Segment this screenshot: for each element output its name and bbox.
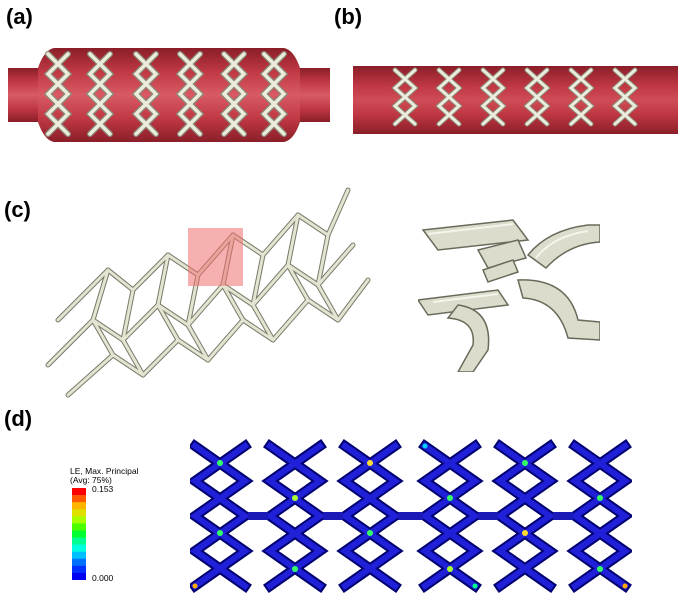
panel-label-d: (d) bbox=[4, 406, 33, 431]
legend-band bbox=[72, 523, 86, 531]
legend-title: LE, Max. Principal (Avg: 75%) bbox=[70, 466, 139, 486]
panel-a-stent-in-vessel bbox=[8, 48, 330, 142]
legend-band bbox=[72, 551, 86, 560]
legend-band bbox=[72, 558, 86, 567]
panel-label-b: (b) bbox=[334, 4, 363, 29]
legend-band bbox=[72, 509, 86, 517]
legend-title-line1: LE, Max. Principal bbox=[70, 466, 139, 476]
legend-min-label: 0.000 bbox=[92, 573, 114, 583]
stent-isometric-struts bbox=[45, 187, 371, 398]
legend-color-bar bbox=[72, 488, 86, 580]
panel-c-zoom-detail bbox=[418, 210, 600, 372]
panel-b-stent-in-vessel bbox=[353, 66, 678, 134]
panel-d-fem-contour bbox=[190, 439, 632, 593]
legend-band bbox=[72, 565, 86, 574]
legend-band bbox=[72, 488, 86, 496]
panel-c-stent-isometric bbox=[45, 187, 371, 398]
legend-title-line2: (Avg: 75%) bbox=[70, 475, 112, 486]
panel-label-c: (c) bbox=[4, 197, 31, 222]
legend-band bbox=[72, 516, 86, 524]
legend-band bbox=[72, 495, 86, 503]
legend-max-label: 0.153 bbox=[92, 484, 114, 494]
fem-connectors bbox=[248, 512, 573, 520]
legend-band bbox=[72, 572, 86, 580]
stent-struts-a-light bbox=[45, 52, 287, 136]
highlight-region bbox=[188, 228, 243, 286]
legend-band bbox=[72, 530, 86, 538]
vessel-body bbox=[38, 48, 300, 142]
stent-struts-b-light bbox=[392, 68, 638, 126]
fem-hotspots bbox=[192, 443, 628, 589]
legend-band bbox=[72, 502, 86, 510]
panel-label-a: (a) bbox=[6, 4, 33, 29]
legend-band bbox=[72, 544, 86, 552]
fem-struts-face bbox=[190, 441, 631, 591]
legend-band bbox=[72, 537, 86, 545]
